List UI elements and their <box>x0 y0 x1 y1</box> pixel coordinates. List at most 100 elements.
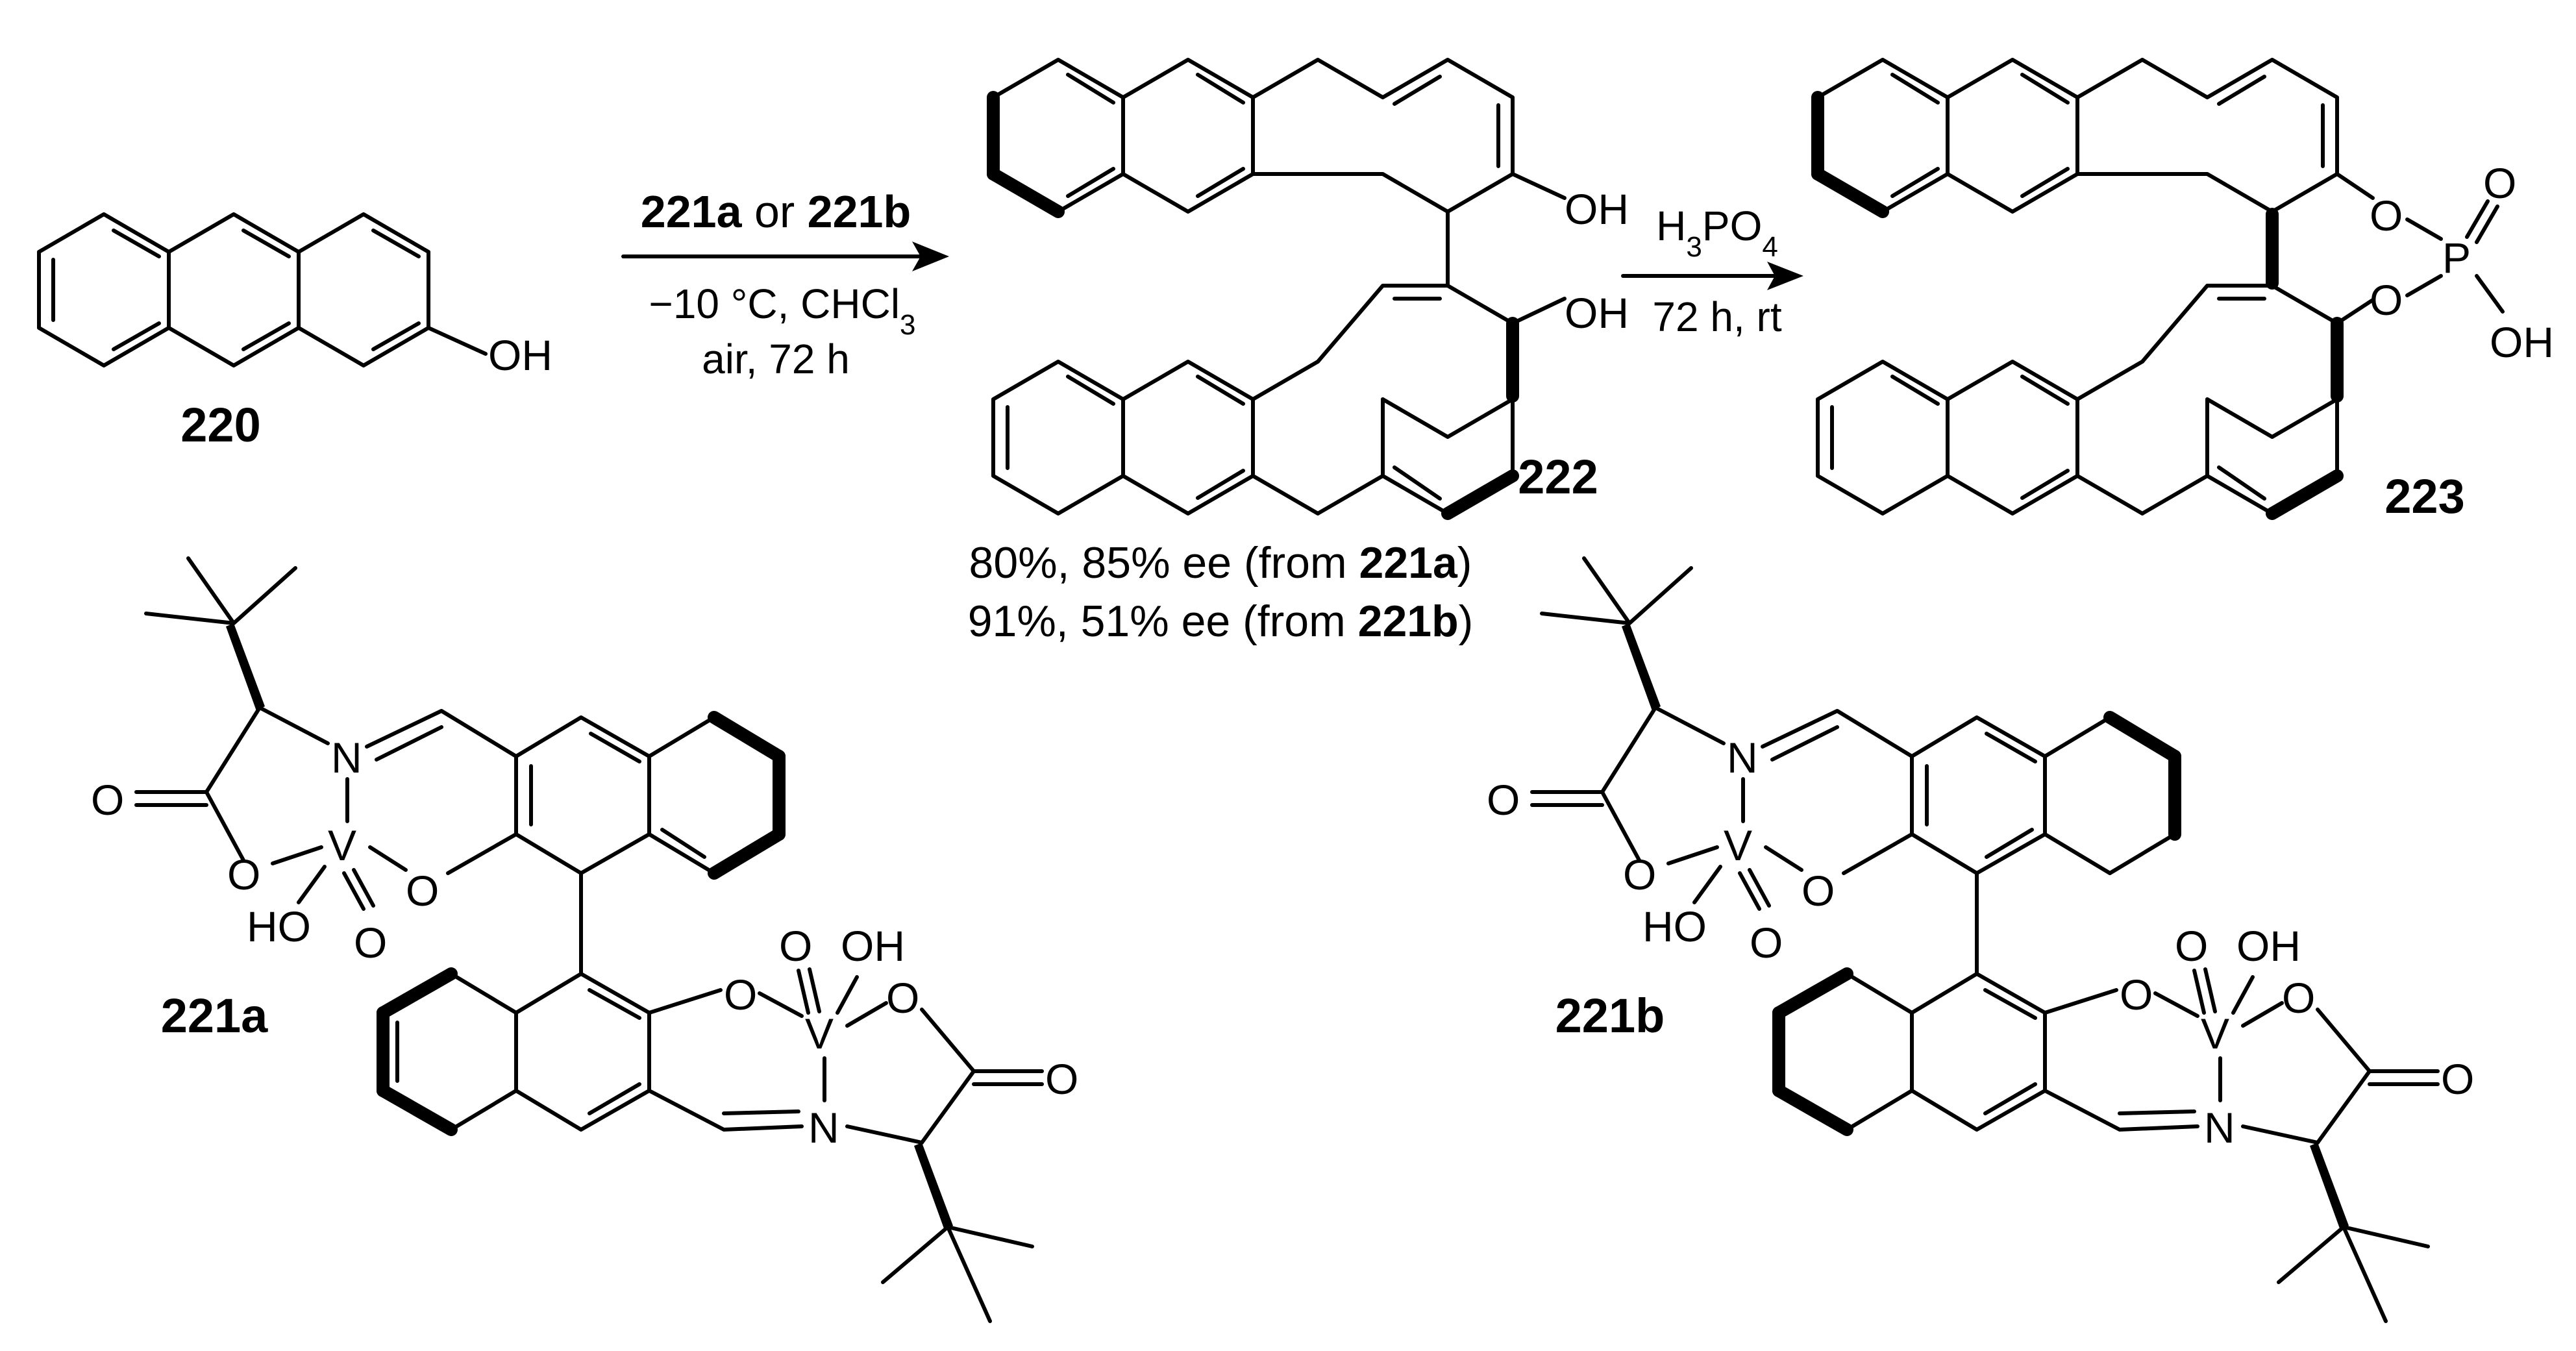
ring-221b-2 <box>2316 1008 2440 1145</box>
structure-221a: O N O V O HO O O V O <box>91 556 1078 1323</box>
bond-221b-aryl-o <box>1842 832 1914 875</box>
atom-o-221a-ring2: O <box>886 974 919 1022</box>
atom-n-221b: N <box>1727 734 1758 782</box>
wedge-223-bottom-a <box>2266 469 2344 520</box>
bond-221b-o-v <box>1666 845 1719 865</box>
bond-221b-imine <box>1761 709 1914 762</box>
ring-220-c <box>297 212 430 367</box>
ring-220-a <box>37 212 171 367</box>
yield-line-2: 91%, 51% ee (from 221b) <box>968 597 1474 646</box>
wedge-221a-naph-f <box>377 1084 458 1136</box>
atom-o-223-double: O <box>2483 159 2516 207</box>
temp-subscript: 3 <box>900 309 915 341</box>
structure-223: O O P O OH 223 <box>1811 58 2554 523</box>
atom-o-223-bottom: O <box>2370 276 2403 324</box>
acid-po: PO <box>1702 203 1762 249</box>
bond-223-o-p-top <box>2405 217 2443 241</box>
ring-222-bottom-inner <box>1006 297 1442 501</box>
wedge-221b-cyclohex-e <box>1772 1084 1853 1136</box>
wedge-221b-top <box>1622 623 1661 711</box>
arrow-2: H3PO4 72 h, rt <box>1621 203 1803 340</box>
acid-sub-4: 4 <box>1762 231 1777 263</box>
atom-o-221b-carbonyl: O <box>1487 776 1520 824</box>
wedge-222-top-b <box>987 167 1065 218</box>
bond-221a-co <box>134 790 208 807</box>
ring-221b-aryl <box>1910 715 2047 875</box>
bond-221b-n2-c <box>2241 1124 2320 1145</box>
bond-221a-aryl-o <box>446 832 518 875</box>
bond-221a-n2-c <box>845 1124 924 1145</box>
bond-221b-o2-v2 <box>2153 991 2199 1018</box>
bond-221a-v2-o <box>845 1001 888 1028</box>
atom-o-221b-ring: O <box>1623 850 1656 899</box>
bond-221b-co <box>1530 790 1604 807</box>
arrow-2-reagent: H3PO4 <box>1656 203 1778 263</box>
structure-221b: O N O V O HO O O V O OH O O <box>1487 556 2474 1323</box>
atom-o-223-top: O <box>2370 192 2403 240</box>
atom-o-221a-aryl2: O <box>724 971 757 1019</box>
ring-221b-inner-2 <box>1983 988 2037 1115</box>
atom-v-221b-2: V <box>2201 1010 2229 1058</box>
structure-220: OH 220 <box>37 212 552 452</box>
atom-oh-222-bottom: OH <box>1565 289 1629 337</box>
ring-221a-naph-c <box>514 972 651 1132</box>
reagent-221b: 221b <box>808 186 911 237</box>
ring-222-top-c <box>1251 58 1515 214</box>
atom-n-221b-2: N <box>2204 1104 2235 1152</box>
yield-1-bold: 221a <box>1359 538 1458 588</box>
bond-221b-v2-o <box>2241 1001 2284 1028</box>
bond-221b-v2-oh <box>2231 975 2255 1015</box>
label-221b: 221b <box>1555 989 1665 1043</box>
yield-2-post: ) <box>1459 597 1474 646</box>
tbu-221b-bottom <box>2277 1225 2430 1323</box>
wedge-221b-cyclohex-c <box>1772 967 1853 1019</box>
ring-221a-naph-a <box>514 715 651 875</box>
bond-221b-v2-oxo <box>2192 967 2217 1015</box>
bond-221b-imine2 <box>2043 1089 2199 1132</box>
label-220: 220 <box>180 398 260 452</box>
wedge-221b-bottom <box>2310 1143 2349 1230</box>
wedge-222-bottom-a <box>1441 469 1519 520</box>
ring-223-bottom-b <box>1946 360 2079 515</box>
atom-oxo-221a-2: O <box>779 922 812 970</box>
acid-sub-3: 3 <box>1686 231 1702 263</box>
bond-221b-v-ho <box>1692 865 1722 904</box>
arrow-2-time: 72 h, rt <box>1652 293 1781 340</box>
atom-o-221b-carbonyl2: O <box>2441 1055 2474 1103</box>
structure-222: OH OH 222 <box>987 58 1629 520</box>
atom-oh-222-top: OH <box>1565 185 1629 233</box>
atom-v-221a-2: V <box>805 1010 834 1058</box>
arrow-1: 221a or 221b −10 °C, CHCl3 air, 72 h <box>621 186 949 382</box>
atom-oh-220: OH <box>488 331 552 379</box>
ring-221a-2 <box>920 1008 1044 1145</box>
atom-ho-221a: HO <box>247 902 311 950</box>
atom-oxo-221b-2: O <box>2175 922 2208 970</box>
ring-220-inner-bonds <box>51 229 421 351</box>
atom-o-221b-aryl2: O <box>2120 971 2153 1019</box>
ring-221a-vn <box>204 706 330 862</box>
bond-221a-imine <box>365 709 518 762</box>
wedge-221a-naph-c <box>708 828 786 880</box>
atom-p-223: P <box>2442 234 2471 282</box>
ring-220-b <box>167 212 301 367</box>
bond-223-o-bottom <box>2335 298 2375 325</box>
wedge-223-top-b <box>1811 167 1889 218</box>
ring-221a-inner <box>529 732 706 859</box>
ring-223-top-b <box>1946 58 2079 214</box>
atom-n-221a: N <box>331 734 362 782</box>
atom-o-221a-carbonyl2: O <box>1045 1055 1078 1103</box>
bond-221b-aryl-o2 <box>2043 988 2118 1015</box>
bond-221a-v-o2 <box>368 845 408 872</box>
ring-221b-aryl-2 <box>1910 972 2047 1132</box>
atom-o-221b-ring2: O <box>2282 974 2315 1022</box>
tbu-221a-top <box>144 556 297 625</box>
ring-223-top-inner <box>1890 73 2325 198</box>
ring-222-bottom-a <box>991 360 1125 515</box>
wedge-221a-top <box>226 623 265 711</box>
atom-o-221a-ring: O <box>227 850 260 899</box>
ring-222-top-inner <box>1066 73 1500 198</box>
atom-ho-221b: HO <box>1642 902 1707 950</box>
bond-220-oh <box>427 326 488 356</box>
yield-2-bold: 221b <box>1358 597 1459 646</box>
